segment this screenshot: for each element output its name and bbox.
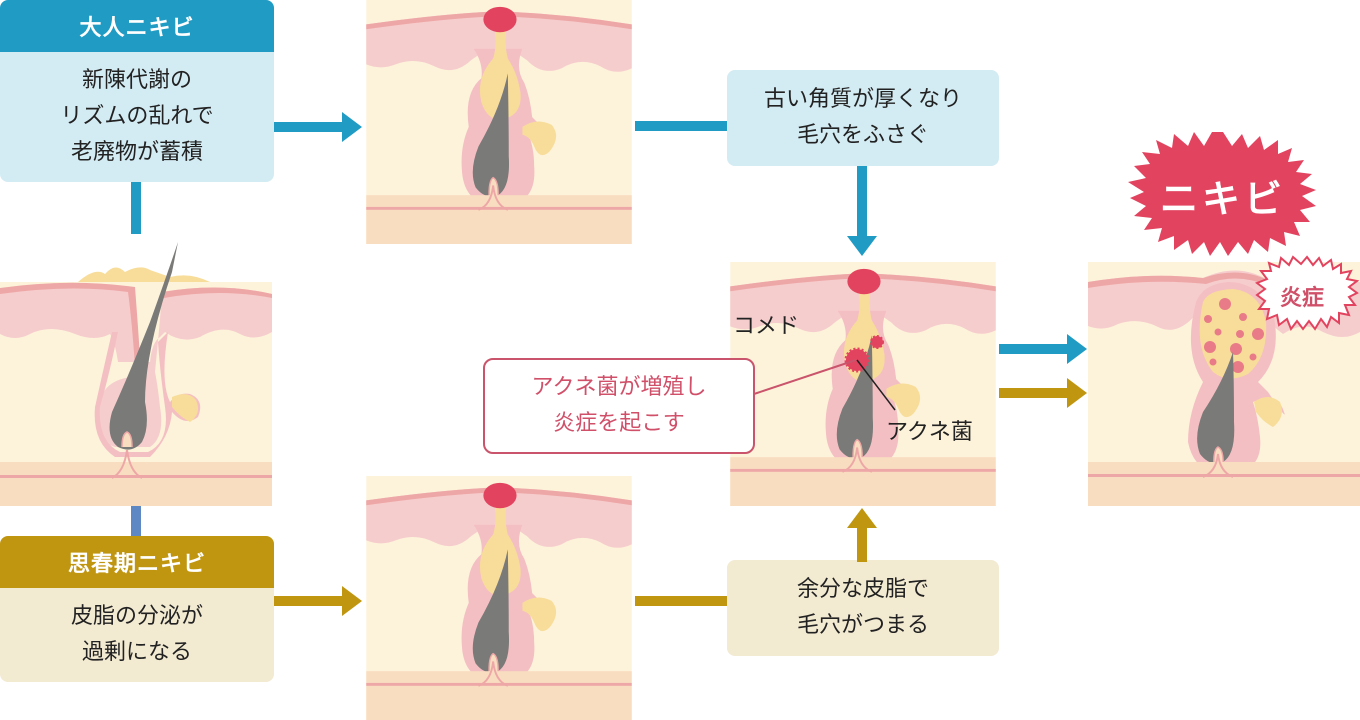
adult-acne-line: 老廃物が蓄積: [70, 140, 203, 165]
keratin-clogged-skin-illustration: [363, 0, 635, 244]
inflammation-burst-badge: [1255, 255, 1359, 331]
arrow-adult-to-keratin-panel: [274, 112, 362, 142]
keratin-connector-horizontal: [635, 121, 727, 131]
callout-pointer-line: [753, 359, 857, 395]
callout-line: アクネ菌が増殖し: [531, 375, 707, 400]
adult-acne-description: 新陳代謝の リズムの乱れで 老廃物が蓄積: [0, 52, 274, 182]
acne-bacteria-label: アクネ菌: [886, 420, 973, 445]
arrow-teen-to-sebum-panel: [274, 586, 362, 616]
acne-bacteria-spots: [844, 335, 896, 411]
adult-connector-vertical: [131, 182, 141, 234]
inflammation-spots: [1204, 298, 1264, 373]
bacteria-pointer-line: [856, 359, 896, 411]
subcutis: [0, 462, 272, 506]
arrow-keratin-to-comedo: [847, 166, 877, 256]
teen-acne-description: 皮脂の分泌が 過剰になる: [0, 588, 274, 682]
adult-acne-line: リズムの乱れで: [60, 104, 214, 129]
sebum-connector-horizontal: [635, 596, 727, 606]
arrow-sebum-to-comedo: [847, 508, 877, 562]
sebum-clogged-skin-illustration: [363, 476, 635, 720]
hair: [109, 242, 178, 450]
teen-connector-vertical: [131, 506, 141, 538]
follicle: [94, 332, 201, 457]
teen-acne-box: 思春期ニキビ 皮脂の分泌が 過剰になる: [0, 536, 274, 682]
sebum: [78, 267, 210, 282]
comedo-label: コメド: [733, 314, 800, 339]
burst-shape: [1128, 132, 1316, 256]
sebum-step-line: 毛穴がつまる: [796, 613, 929, 638]
keratin-step-line: 毛穴をふさぐ: [796, 123, 929, 148]
inflammation-label: 炎症: [1280, 286, 1325, 311]
inflammation-burst-shape: [1255, 255, 1359, 331]
normal-skin-illustration: [0, 242, 272, 506]
inflamed-acne-skin-illustration: [1088, 262, 1360, 506]
sebum-step-line: 余分な皮脂で: [796, 577, 929, 602]
acne-burst-label: ニキビ: [1160, 177, 1287, 221]
adult-acne-box: 大人ニキビ 新陳代謝の リズムの乱れで 老廃物が蓄積: [0, 0, 274, 182]
keratin-step-line: 古い角質が厚くなり: [763, 87, 962, 112]
adult-acne-line: 新陳代謝の: [81, 68, 192, 93]
teen-acne-line: 過剰になる: [81, 640, 192, 665]
arrow-comedo-to-acne-blue: [999, 334, 1087, 364]
keratin-step-box: 古い角質が厚くなり 毛穴をふさぐ: [727, 70, 999, 166]
teen-acne-title: 思春期ニキビ: [0, 536, 274, 588]
adult-acne-title: 大人ニキビ: [0, 0, 274, 52]
teen-acne-line: 皮脂の分泌が: [70, 604, 203, 629]
sebaceous-gland: [172, 394, 198, 422]
callout-line: 炎症を起こす: [553, 411, 685, 436]
bacteria-inflammation-callout: アクネ菌が増殖し 炎症を起こす: [483, 358, 755, 454]
bacteria-cluster-icon: [870, 335, 884, 349]
acne-burst-badge: [1128, 132, 1316, 256]
arrow-comedo-to-acne-gold: [999, 378, 1087, 408]
sebum-step-box: 余分な皮脂で 毛穴がつまる: [727, 560, 999, 656]
